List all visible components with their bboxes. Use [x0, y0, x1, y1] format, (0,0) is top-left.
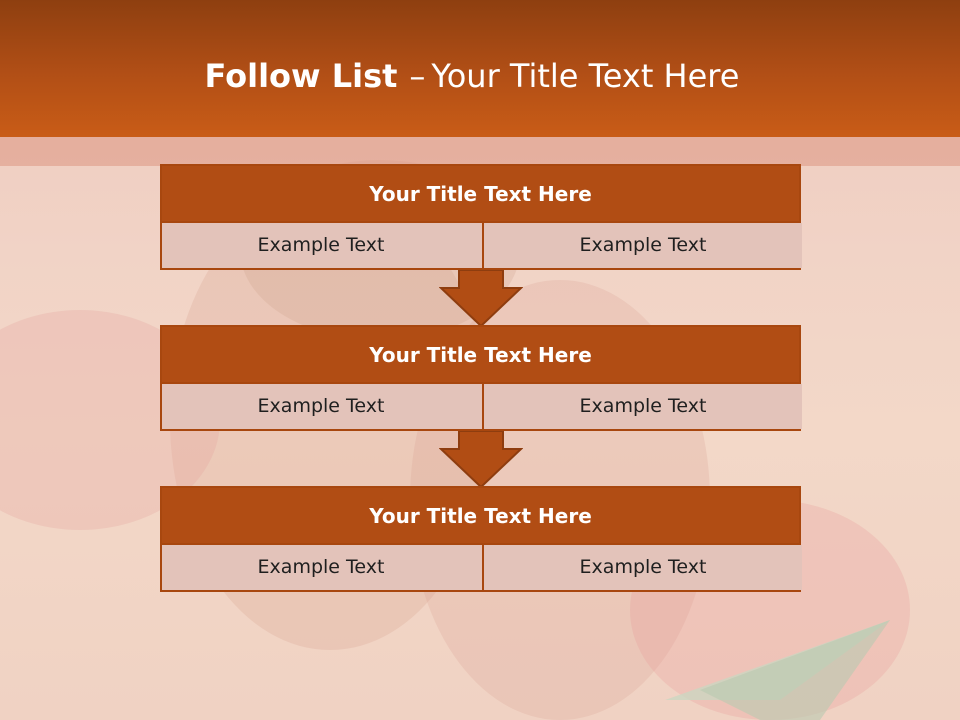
step-title-1: Your Title Text Here	[162, 166, 799, 223]
slide-title: Follow List–Your Title Text Here	[0, 52, 944, 100]
step-1-right-text: Example Text	[482, 223, 802, 268]
title-bar-underlay	[0, 137, 960, 166]
slide-title-bold: Follow List	[204, 57, 398, 95]
title-bar	[0, 0, 960, 137]
step-box-1: Your Title Text Here Example Text Exampl…	[160, 164, 802, 270]
step-1-left-text: Example Text	[162, 223, 480, 268]
step-2-left-text: Example Text	[162, 384, 480, 429]
slide-title-separator: –	[409, 57, 426, 95]
step-box-3: Your Title Text Here Example Text Exampl…	[160, 486, 802, 592]
step-3-right-text: Example Text	[482, 545, 802, 590]
down-arrow-icon-2	[439, 431, 523, 489]
step-3-left-text: Example Text	[162, 545, 480, 590]
step-box-2: Your Title Text Here Example Text Exampl…	[160, 325, 802, 431]
down-arrow-icon-1	[439, 270, 523, 328]
step-title-3: Your Title Text Here	[162, 488, 799, 545]
slide-title-rest: Your Title Text Here	[431, 57, 740, 95]
step-title-2: Your Title Text Here	[162, 327, 799, 384]
step-2-right-text: Example Text	[482, 384, 802, 429]
